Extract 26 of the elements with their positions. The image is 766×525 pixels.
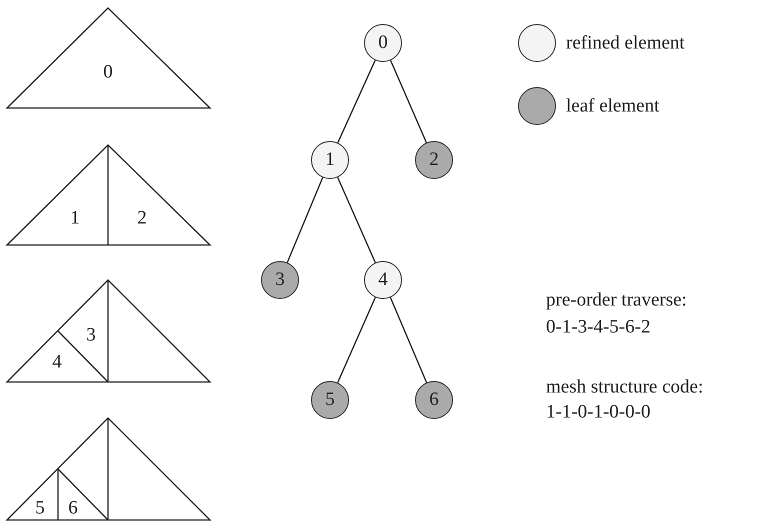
element-number: 5 (35, 498, 45, 518)
tree-node-circle: 5 (311, 381, 349, 419)
tree-edge (337, 297, 376, 383)
tree-edge (286, 177, 324, 263)
traversal-heading: pre-order traverse: (546, 290, 687, 310)
tree-node-circle: 0 (364, 24, 402, 62)
element-number: 4 (52, 352, 62, 372)
tree-node-circle: 1 (311, 141, 349, 179)
element-number: 1 (70, 208, 80, 228)
code-sequence: 1-1-0-1-0-0-0 (546, 402, 650, 422)
traversal-sequence: 0-1-3-4-5-6-2 (546, 318, 650, 336)
tree-node-circle: 3 (261, 261, 299, 299)
element-number: 2 (137, 208, 147, 228)
element-number: 6 (68, 498, 78, 518)
tree-edge (337, 177, 376, 263)
tree-node-circle: 2 (415, 141, 453, 179)
element-number: 3 (86, 326, 96, 344)
tree-edge (337, 60, 376, 143)
tree-node-circle: 6 (415, 381, 453, 419)
legend-label: refined element (566, 34, 685, 52)
element-number: 0 (103, 62, 113, 82)
legend-label: leaf element (566, 96, 660, 116)
tree-edge (390, 60, 427, 143)
code-heading: mesh structure code: (546, 378, 704, 396)
tree-edge (390, 297, 428, 383)
tree-node-circle: 4 (364, 261, 402, 299)
